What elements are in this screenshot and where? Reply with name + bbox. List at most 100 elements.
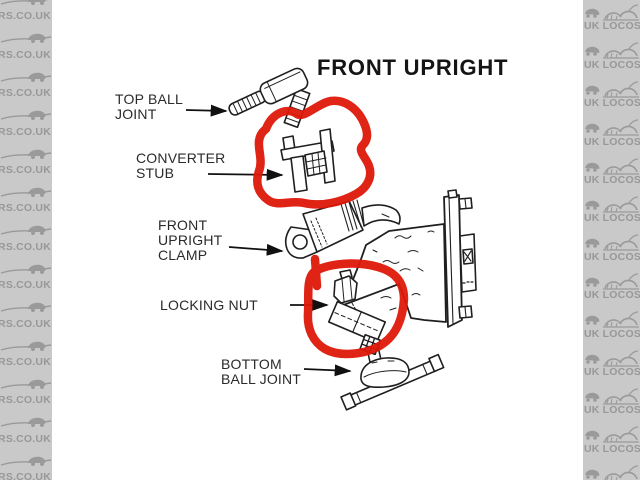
label-line: UPRIGHT [158, 232, 223, 248]
watermark-text: DERS.CO.UK [0, 202, 51, 215]
watermark-text: DERS.CO.UK [0, 432, 51, 445]
watermark-text: UK LOCOST [584, 327, 640, 340]
front-upright-clamp-drawing [284, 199, 401, 259]
flange-plate-drawing [443, 189, 477, 328]
watermark-tile: DERS.CO.UK [0, 371, 52, 409]
car-icon [585, 196, 639, 213]
watermark-tile: UK LOCOST [583, 151, 640, 189]
car-icon [585, 234, 639, 251]
watermark-text: UK LOCOST [584, 135, 640, 148]
label-line: TOP BALL [115, 91, 184, 107]
car-icon [585, 81, 639, 98]
watermark-tile: UK LOCOST [583, 227, 640, 265]
label-bottom-ball-joint: BOTTOM BALL JOINT [221, 357, 301, 387]
watermark-text: UK LOCOST [584, 289, 640, 302]
label-line: CLAMP [158, 247, 208, 263]
watermark-text: DERS.CO.UK [0, 279, 51, 292]
car-icon [585, 273, 639, 290]
watermark-text: DERS.CO.UK [0, 163, 51, 176]
car-icon [585, 42, 639, 59]
red-tick-mark [310, 254, 322, 291]
watermark-text: DERS.CO.UK [0, 471, 51, 480]
watermark-tile: DERS.CO.UK [0, 294, 52, 332]
watermark-tile: UK LOCOST [583, 266, 640, 304]
converter-stub-drawing [280, 128, 336, 193]
car-swoosh-icon [0, 149, 52, 159]
label-front-upright-clamp: FRONT UPRIGHT CLAMP [158, 218, 222, 263]
watermark-text: UK LOCOST [584, 365, 640, 378]
car-swoosh-icon [0, 418, 52, 428]
car-icon [585, 311, 639, 328]
watermark-tile: DERS.CO.UK [0, 409, 52, 447]
watermark-tile: UK LOCOST [583, 343, 640, 381]
label-line: BOTTOM [221, 356, 282, 372]
car-swoosh-icon [0, 110, 52, 121]
bottom-ball-joint-drawing [340, 333, 445, 411]
watermark-text: DERS.CO.UK [0, 10, 51, 23]
watermark-tile: UK LOCOST [583, 419, 640, 457]
arrow-top-ball-joint [185, 104, 228, 117]
label-line: BALL JOINT [221, 371, 302, 387]
label-line: STUB [136, 165, 175, 181]
watermark-text: UK LOCOST [584, 404, 640, 417]
label-line: JOINT [115, 106, 157, 122]
watermark-tile: DERS.CO.UK [0, 333, 52, 371]
watermark-text: DERS.CO.UK [0, 355, 51, 368]
watermark-text: UK LOCOST [584, 97, 640, 110]
watermark-tile: UK LOCOST [583, 189, 640, 227]
watermark-text: UK LOCOST [584, 20, 640, 33]
watermark-tile: UK LOCOST [583, 458, 640, 480]
watermark-tile: UK LOCOST [583, 381, 640, 419]
watermark-tile: UK LOCOST [583, 0, 640, 35]
watermark-strip-right: UK LOCOST UK L [583, 0, 640, 480]
locking-nut-drawing [327, 269, 387, 344]
watermark-tile: UK LOCOST [583, 112, 640, 150]
watermark-tile: UK LOCOST [583, 35, 640, 73]
label-line: CONVERTER [136, 150, 226, 166]
red-circle-locking-nut [303, 259, 409, 359]
watermark-tile: DERS.CO.UK [0, 448, 52, 480]
diagram-title: FRONT UPRIGHT [317, 55, 509, 80]
watermark-text: DERS.CO.UK [0, 87, 51, 100]
car-swoosh-icon [0, 187, 52, 197]
label-line: LOCKING NUT [160, 297, 258, 313]
label-line: FRONT [158, 217, 208, 233]
red-annotations [253, 96, 409, 359]
watermark-text: DERS.CO.UK [0, 48, 51, 61]
top-ball-joint-drawing [228, 67, 311, 129]
car-swoosh-icon [0, 226, 52, 236]
watermark-text: DERS.CO.UK [0, 125, 51, 138]
watermark-tiles-right: UK LOCOST UK L [583, 0, 640, 480]
arrow-bottom-ball-joint [303, 364, 352, 377]
car-swoosh-icon [0, 0, 49, 5]
watermark-text: UK LOCOST [584, 58, 640, 71]
car-icon [585, 119, 639, 136]
watermark-text: UK LOCOST [584, 442, 640, 455]
car-icon [585, 4, 639, 21]
red-circle-converter-stub [253, 96, 375, 209]
arrow-front-upright-clamp [228, 243, 284, 256]
watermark-text: DERS.CO.UK [0, 317, 51, 330]
car-swoosh-icon [0, 302, 52, 313]
car-swoosh-icon [0, 456, 52, 466]
watermark-tiles-left: DERS.CO.UK DERS.CO.UK [0, 0, 52, 480]
car-icon [585, 349, 639, 367]
watermark-tile: DERS.CO.UK [0, 0, 52, 25]
car-swoosh-icon [0, 34, 52, 44]
watermark-tile: UK LOCOST [583, 74, 640, 112]
watermark-tile: DERS.CO.UK [0, 25, 52, 63]
watermark-tile: DERS.CO.UK [0, 64, 52, 102]
watermark-text: UK LOCOST [584, 250, 640, 263]
label-top-ball-joint: TOP BALL JOINT [115, 92, 183, 122]
label-converter-stub: CONVERTER STUB [136, 151, 225, 181]
watermark-tile: DERS.CO.UK [0, 217, 52, 255]
watermark-tile: UK LOCOST [583, 304, 640, 342]
car-swoosh-icon [0, 264, 52, 274]
watermark-text: UK LOCOST [584, 173, 640, 186]
watermark-tile: DERS.CO.UK [0, 179, 52, 217]
label-locking-nut: LOCKING NUT [160, 298, 258, 313]
watermark-strip-left: DERS.CO.UK DERS.CO.UK [0, 0, 52, 480]
watermark-tile: DERS.CO.UK [0, 141, 52, 179]
